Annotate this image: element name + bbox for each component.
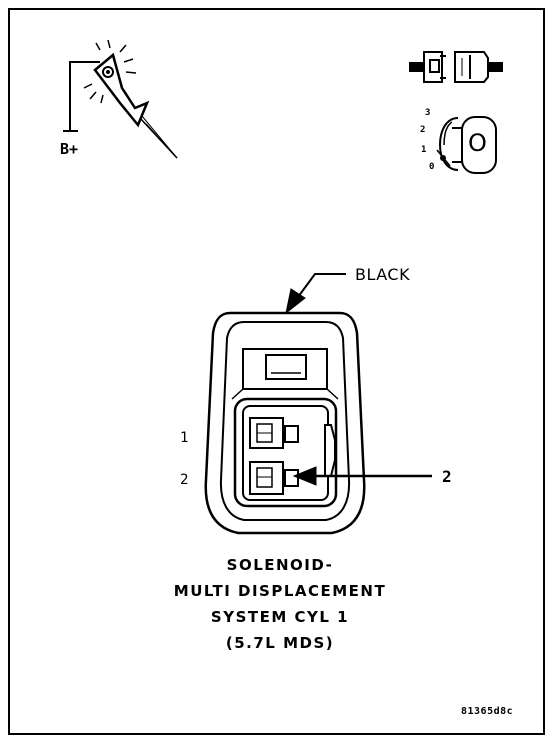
caption-line-3: SYSTEM CYL 1 — [210, 608, 350, 626]
pin-label-1: 1 — [180, 430, 189, 446]
ignition-key-icon — [436, 116, 497, 174]
wire-color-label: BLACK — [355, 265, 411, 284]
pin-label-2: 2 — [180, 472, 189, 488]
diagram-frame — [8, 8, 545, 735]
key-position-0: 0 — [429, 162, 435, 172]
connector-disconnected-icon — [409, 51, 503, 83]
key-position-3: 3 — [425, 108, 431, 118]
test-probe-icon — [63, 39, 178, 159]
caption-line-2: MULTI DISPLACEMENT — [173, 582, 387, 600]
key-position-1: 1 — [421, 145, 427, 155]
connector-body — [204, 311, 366, 535]
pin-2-terminal — [249, 461, 299, 495]
figure-id: 81365d8c — [461, 706, 514, 717]
caption-line-4: (5.7L MDS) — [225, 634, 335, 652]
battery-label: B+ — [60, 140, 79, 158]
callout-number: 2 — [442, 467, 452, 486]
component-caption: SOLENOID- MULTI DISPLACEMENT SYSTEM CYL … — [0, 552, 560, 656]
callout-arrow — [292, 466, 432, 486]
caption-line-1: SOLENOID- — [226, 556, 334, 574]
wire-color-leader — [285, 273, 346, 315]
pin-1-terminal — [249, 417, 299, 449]
key-position-2: 2 — [420, 125, 426, 135]
key-letter: O — [468, 129, 487, 157]
